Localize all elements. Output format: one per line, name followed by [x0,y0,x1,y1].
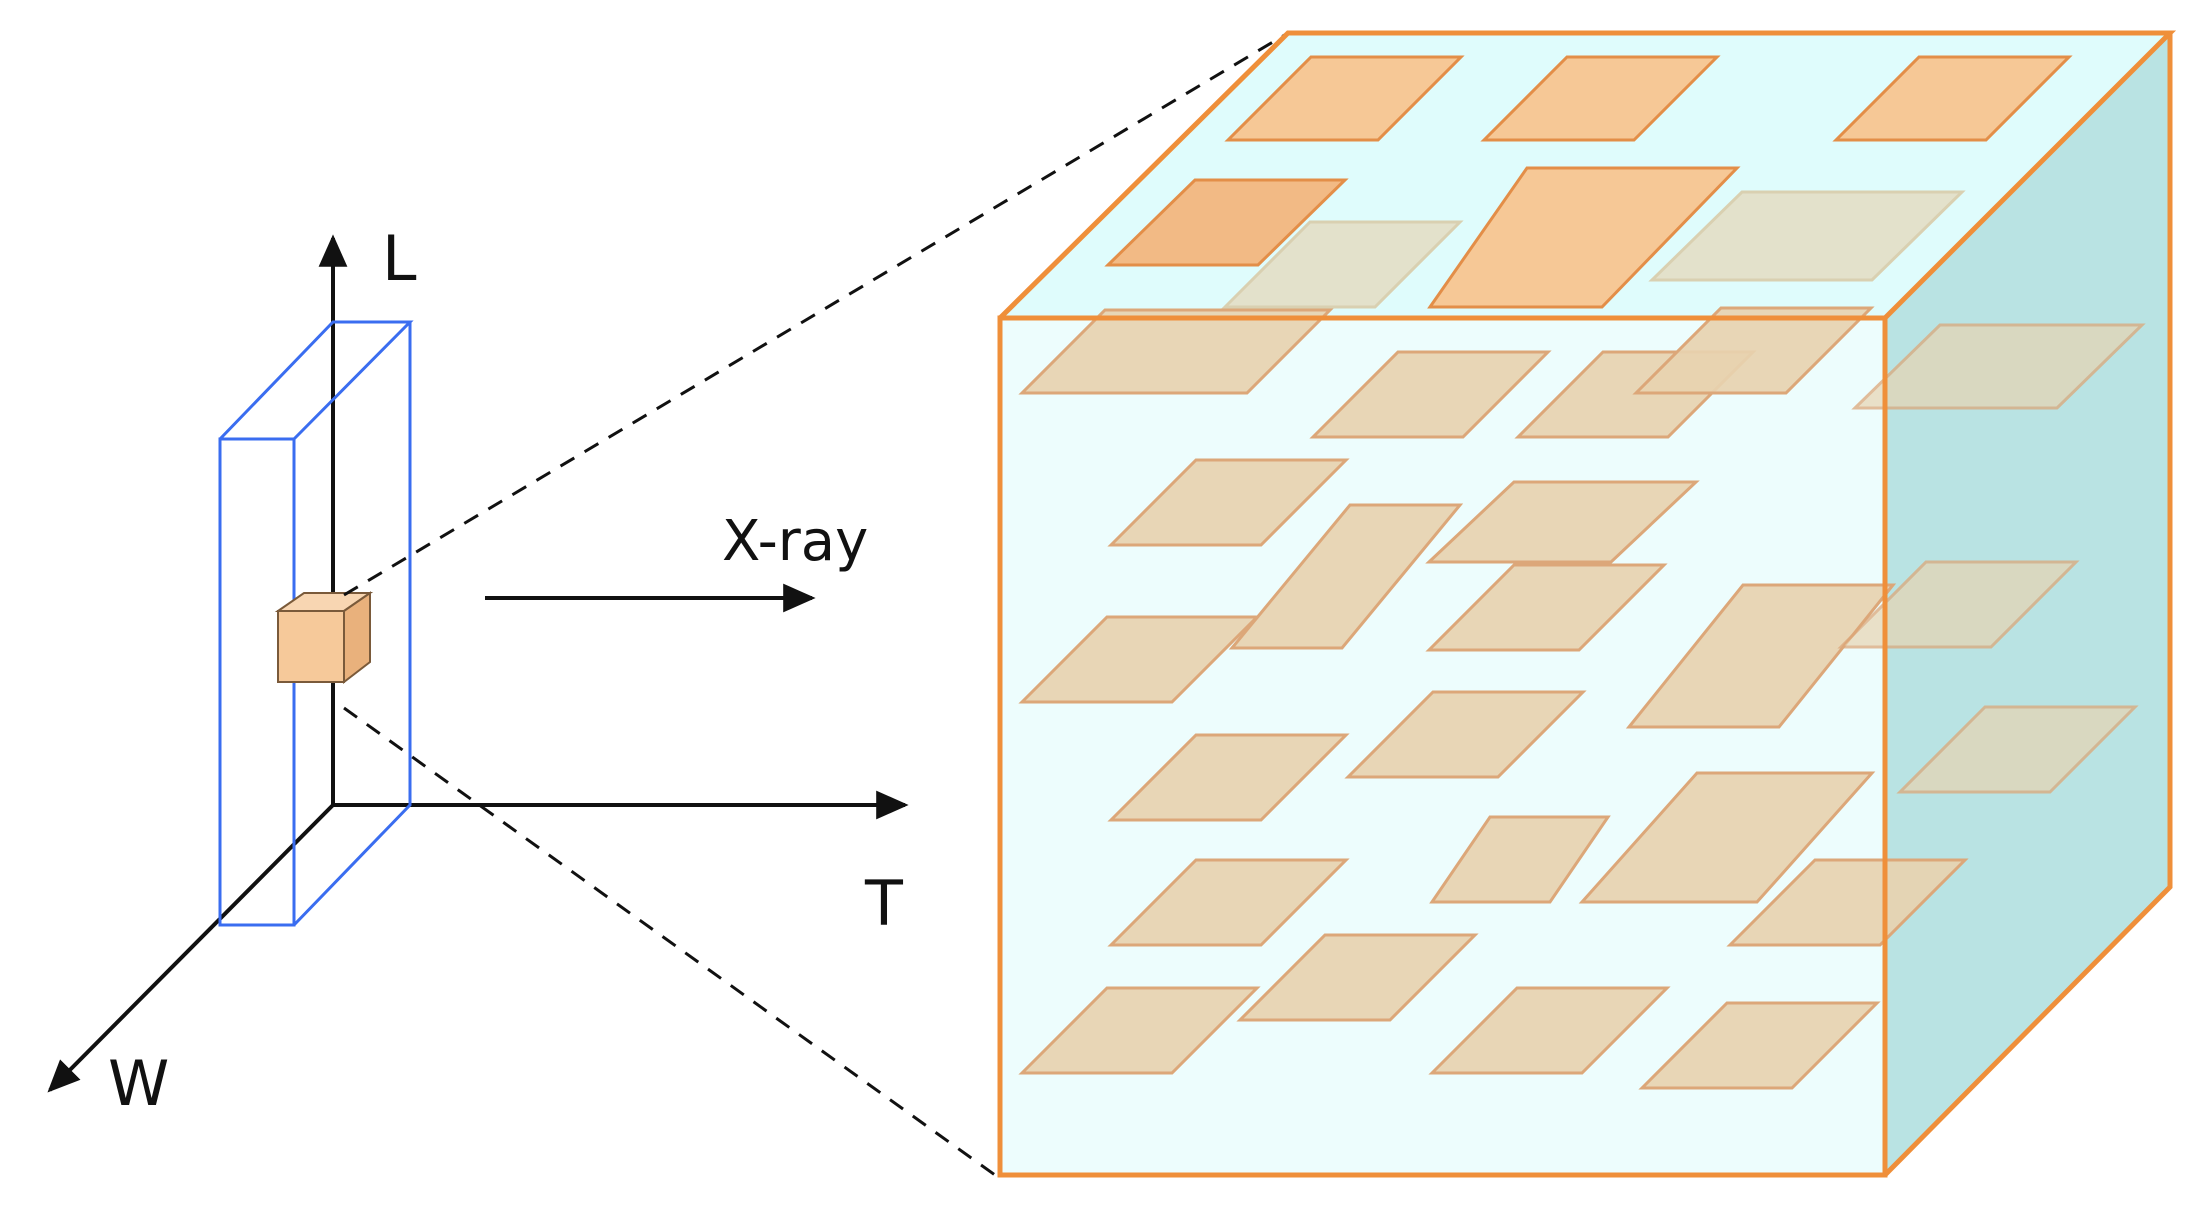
flake [1224,55,1465,142]
flake [1425,563,1668,652]
cube-right-edge [1883,33,2173,1177]
sample-slab-side [292,322,412,927]
axis-l-label: L [382,222,417,295]
flake [1578,771,1876,904]
cube-front-edge [997,315,1888,1178]
flake [1625,583,1897,729]
flake [1344,690,1587,779]
flake [1221,220,1464,309]
cube-top-edge [998,30,2177,320]
flake [1428,986,1671,1075]
cube-edges [997,30,2177,1178]
flake [1648,190,1966,282]
flake [1837,560,2080,649]
xray-label: X-ray [722,509,868,574]
flake [1309,350,1552,439]
flake [1480,55,1721,142]
flake [1236,933,1479,1022]
flake [1107,858,1350,947]
voxel-front [277,610,345,683]
flake [1632,306,1875,395]
flake [1832,55,2073,142]
flake [1429,815,1611,904]
flake [1018,308,1334,395]
flake [1425,480,1700,564]
flake [1427,166,1741,309]
top-face-flakes [1104,55,2073,309]
axis-w-line [47,803,335,1093]
flake [1018,615,1261,704]
axis-t-label: T [864,867,904,940]
flake [1104,178,1349,267]
selected-voxel [274,591,374,685]
embedded-flakes [1018,306,2146,1090]
xray-indicator: X-ray [485,509,868,613]
flake [1896,705,2139,794]
flake [1018,986,1261,1075]
axis-w-label: W [108,1047,169,1120]
coordinate-axes: L T W [47,222,909,1120]
sample-slab-top [218,320,414,441]
flake [1851,323,2146,410]
zoom-line-top [343,31,1289,597]
flake [1726,858,1969,947]
flake [1638,1001,1881,1090]
flake [1107,458,1350,547]
flake [1228,503,1464,650]
magnified-cube [997,30,2177,1178]
flake [1107,733,1350,822]
zoom-line-bottom [343,706,996,1177]
zoom-lines [343,31,1289,1177]
